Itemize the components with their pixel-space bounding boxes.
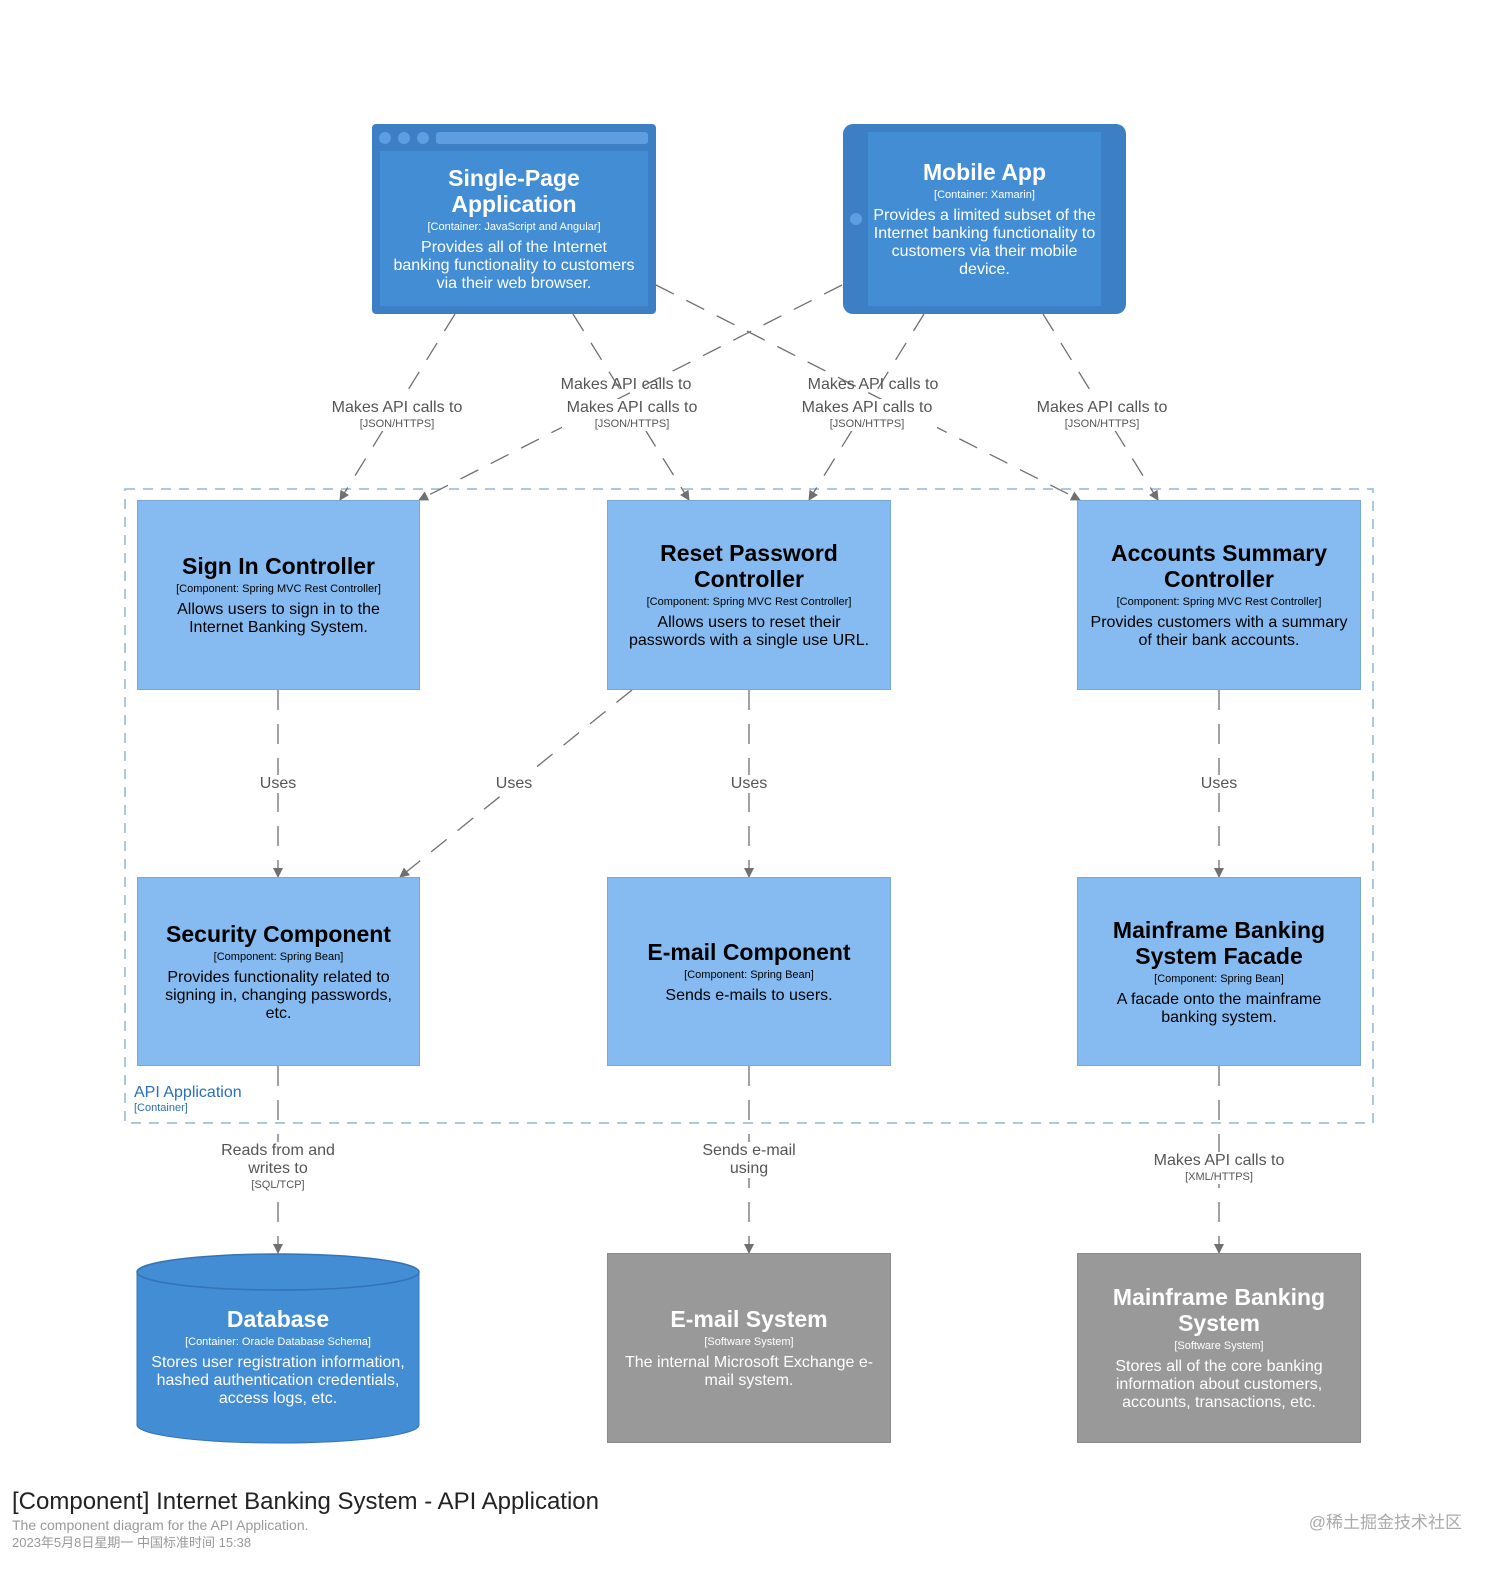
diagram-date: 2023年5月8日星期一 中国标准时间 15:38 bbox=[12, 1535, 252, 1550]
mobile-app-node[interactable]: Mobile App [Container: Xamarin] Provides… bbox=[860, 132, 1109, 306]
database-desc: Stores user registration information, ha… bbox=[151, 1354, 405, 1407]
edge-label-text: Reads from and writes to bbox=[221, 1142, 335, 1177]
edge-label-reset-security: Uses bbox=[484, 775, 544, 793]
facade-tech: [Component: Spring Bean] bbox=[1154, 972, 1284, 985]
email-title: E-mail Component bbox=[647, 938, 851, 965]
edge-label-text: Makes API calls to bbox=[1036, 399, 1168, 416]
edge-label-text: Makes API calls to bbox=[566, 399, 698, 416]
edge-label-text: Uses bbox=[730, 775, 768, 792]
edge-label-text: Makes API calls to bbox=[331, 399, 463, 416]
edge-label-accounts-facade: Uses bbox=[1189, 775, 1249, 793]
facade-desc: A facade onto the mainframe banking syst… bbox=[1116, 990, 1322, 1026]
spa-tech: [Container: JavaScript and Angular] bbox=[427, 220, 601, 233]
boundary-name: API Application bbox=[134, 1084, 242, 1101]
edge-label-mobile-accounts: Makes API calls to [JSON/HTTPS] bbox=[1032, 399, 1172, 431]
edge-label-tech: [JSON/HTTPS] bbox=[359, 418, 435, 430]
spa-browser-frame bbox=[372, 124, 656, 314]
api-application-boundary bbox=[124, 488, 1374, 1124]
diagram-title: [Component] Internet Banking System - AP… bbox=[12, 1488, 599, 1515]
edge-label-mobile-reset: Makes API calls to [JSON/HTTPS] bbox=[797, 399, 937, 431]
edge-label-text: Makes API calls to bbox=[807, 376, 939, 393]
edge-label-mobile-signin: Makes API calls to bbox=[556, 376, 696, 394]
watermark: @稀土掘金技术社区 bbox=[1308, 1513, 1462, 1532]
edge-label-text: Uses bbox=[495, 775, 533, 792]
mobile-title: Mobile App bbox=[922, 159, 1047, 185]
email-tech: [Component: Spring Bean] bbox=[684, 968, 814, 981]
signin-desc: Allows users to sign in to the Internet … bbox=[177, 601, 380, 636]
boundary-type: [Container] bbox=[134, 1102, 188, 1114]
edge-label-text: Sends e-mail using bbox=[702, 1142, 796, 1177]
security-tech: [Component: Spring Bean] bbox=[213, 950, 344, 963]
edge-label-text: Makes API calls to bbox=[801, 399, 933, 416]
mobile-desc: Provides a limited subset of the Interne… bbox=[873, 207, 1096, 278]
edge-label-signin-security: Uses bbox=[248, 775, 308, 793]
reset-tech: [Component: Spring MVC Rest Controller] bbox=[646, 596, 852, 608]
boundary-label: API Application [Container] bbox=[134, 1084, 242, 1115]
accounts-summary-controller-node[interactable]: Accounts Summary Controller [Component: … bbox=[1077, 500, 1361, 690]
email-component-node[interactable]: E-mail Component [Component: Spring Bean… bbox=[607, 877, 891, 1066]
database-title: Database bbox=[226, 1306, 330, 1332]
edge-label-security-database: Reads from and writes to [SQL/TCP] bbox=[213, 1142, 343, 1192]
accounts-tech: [Component: Spring MVC Rest Controller] bbox=[1116, 596, 1322, 608]
signin-title: Sign In Controller bbox=[182, 553, 375, 579]
security-component-node[interactable]: Security Component [Component: Spring Be… bbox=[137, 877, 420, 1066]
edge-label-facade-mainframe: Makes API calls to [XML/HTTPS] bbox=[1149, 1152, 1289, 1184]
mainframe-facade-node[interactable]: Mainframe Banking System Facade [Compone… bbox=[1077, 877, 1361, 1066]
edge-label-tech: [JSON/HTTPS] bbox=[1064, 418, 1140, 430]
spa-node[interactable]: Single-Page Application [Container: Java… bbox=[380, 151, 648, 306]
database-node[interactable]: Database [Container: Oracle Database Sch… bbox=[137, 1292, 419, 1422]
edge-label-email-emailsys: Sends e-mail using bbox=[699, 1142, 799, 1178]
database-tech: [Container: Oracle Database Schema] bbox=[185, 1336, 371, 1348]
edge-mobile-signin bbox=[418, 284, 843, 501]
mainframe-desc: Stores all of the core banking informati… bbox=[1115, 1358, 1323, 1411]
accounts-title: Accounts Summary Controller bbox=[1110, 540, 1327, 592]
edge-label-text: Uses bbox=[1200, 775, 1238, 792]
edge-label-spa-signin: Makes API calls to [JSON/HTTPS] bbox=[327, 399, 467, 431]
reset-password-controller-node[interactable]: Reset Password Controller [Component: Sp… bbox=[607, 500, 891, 690]
edge-label-tech: [JSON/HTTPS] bbox=[594, 418, 670, 430]
spa-desc: Provides all of the Internet banking fun… bbox=[393, 238, 635, 292]
spa-title: Single-Page Application bbox=[448, 164, 580, 217]
edge-label-spa-reset: Makes API calls to [JSON/HTTPS] bbox=[562, 399, 702, 431]
mainframe-tech: [Software System] bbox=[1174, 1340, 1264, 1352]
database-cylinder bbox=[136, 1253, 420, 1444]
emailsys-desc: The internal Microsoft Exchange e-mail s… bbox=[624, 1354, 874, 1389]
edge-label-reset-email: Uses bbox=[719, 775, 779, 793]
diagram-footer: [Component] Internet Banking System - AP… bbox=[12, 1488, 599, 1552]
email-desc: Sends e-mails to users. bbox=[665, 986, 833, 1004]
edge-label-text: Uses bbox=[259, 775, 297, 792]
mainframe-system-node[interactable]: Mainframe Banking System [Software Syste… bbox=[1077, 1253, 1361, 1443]
edge-label-spa-accounts: Makes API calls to bbox=[803, 376, 943, 394]
edge-label-tech: [SQL/TCP] bbox=[251, 1179, 305, 1191]
edge-label-tech: [XML/HTTPS] bbox=[1185, 1171, 1253, 1183]
sign-in-controller-node[interactable]: Sign In Controller [Component: Spring MV… bbox=[137, 500, 420, 690]
reset-title: Reset Password Controller bbox=[660, 540, 838, 592]
diagram-subtitle: The component diagram for the API Applic… bbox=[12, 1517, 309, 1533]
accounts-desc: Provides customers with a summary of the… bbox=[1090, 614, 1348, 649]
emailsys-tech: [Software System] bbox=[704, 1336, 794, 1348]
email-system-node[interactable]: E-mail System [Software System] The inte… bbox=[607, 1253, 891, 1443]
facade-title: Mainframe Banking System Facade bbox=[1112, 916, 1326, 969]
signin-tech: [Component: Spring MVC Rest Controller] bbox=[176, 583, 381, 595]
reset-desc: Allows users to reset their passwords wi… bbox=[628, 614, 870, 649]
edge-spa-accounts bbox=[655, 284, 1081, 501]
edge-label-text: Makes API calls to bbox=[560, 376, 692, 393]
edge-label-tech: [JSON/HTTPS] bbox=[829, 418, 905, 430]
mobile-device-frame bbox=[843, 124, 1126, 314]
edge-label-text: Makes API calls to bbox=[1153, 1152, 1285, 1169]
mobile-tech: [Container: Xamarin] bbox=[934, 189, 1035, 201]
emailsys-title: E-mail System bbox=[670, 1306, 828, 1332]
security-title: Security Component bbox=[166, 920, 391, 947]
security-desc: Provides functionality related to signin… bbox=[165, 968, 392, 1022]
mainframe-title: Mainframe Banking System bbox=[1112, 1284, 1326, 1336]
